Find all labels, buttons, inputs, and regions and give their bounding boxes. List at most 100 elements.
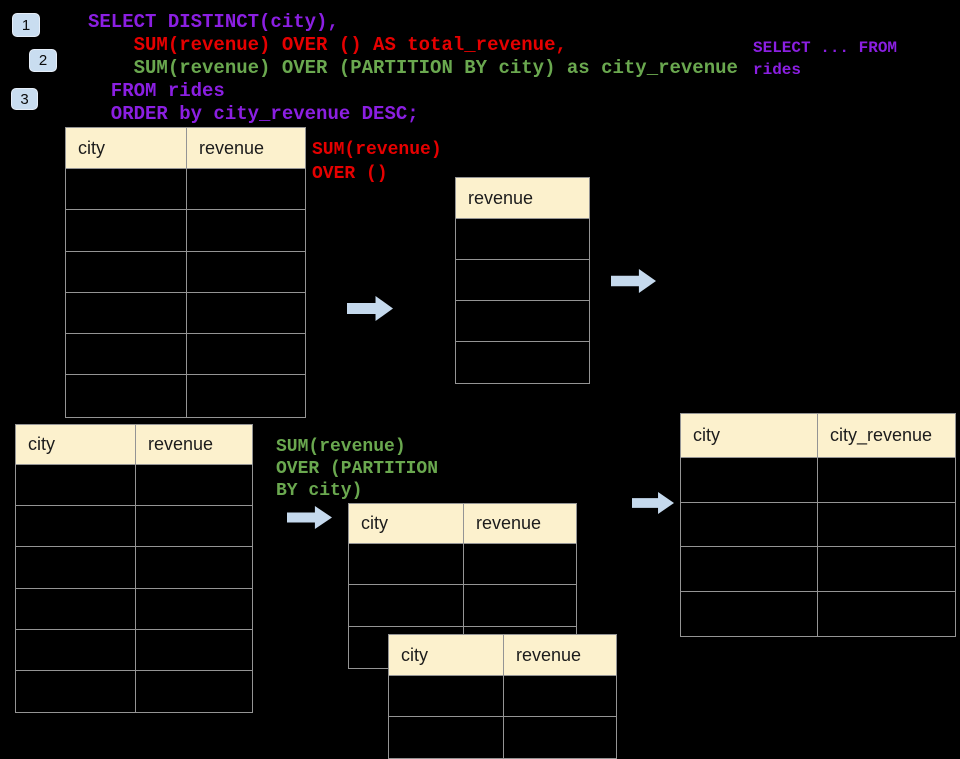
table-row-empty: [66, 251, 305, 293]
table-row-empty: [456, 301, 589, 342]
table-cell-empty: [818, 592, 955, 637]
table-cell-empty: [187, 169, 305, 209]
table-row-empty: [681, 547, 955, 592]
table-cell-empty: [818, 503, 955, 547]
flow-arrow-from-total-revenue: [611, 269, 656, 293]
table-cell-empty: [136, 589, 252, 629]
table-cell-empty: [504, 717, 616, 758]
table-cell-empty: [389, 676, 504, 716]
table-cell-empty: [16, 506, 136, 547]
table-cell-empty: [187, 293, 305, 333]
table-header-row: city revenue: [349, 504, 576, 544]
table-row-empty: [16, 506, 252, 548]
column-header-city: city: [66, 128, 187, 168]
table-header-row: revenue: [456, 178, 589, 219]
code-line: SUM(revenue) OVER (PARTITION BY city) as…: [88, 57, 738, 79]
table-cell-empty: [16, 465, 136, 506]
table-cell-empty: [136, 547, 252, 587]
table-cell-empty: [66, 251, 187, 292]
table-row-empty: [16, 588, 252, 630]
column-header-revenue: revenue: [476, 513, 542, 533]
table-row-empty: [456, 219, 589, 260]
code-line: rides: [753, 61, 802, 79]
table-cell-empty: [681, 547, 818, 591]
code-line: FROM rides: [88, 80, 225, 102]
table-cell-empty: [456, 301, 589, 341]
flow-arrow-to-total-revenue: [347, 296, 393, 321]
table-result-city-revenue: city city_revenue: [680, 413, 956, 637]
table-row-empty: [681, 458, 955, 503]
step-badge-3: 3: [11, 88, 38, 110]
code-line: SUM(revenue) OVER () AS total_revenue,: [88, 34, 567, 56]
table-row-empty: [681, 591, 955, 637]
table-row-empty: [349, 544, 576, 586]
table-row-empty: [66, 334, 305, 376]
code-line: OVER (PARTITION: [276, 459, 439, 479]
table-cell-empty: [456, 260, 589, 300]
table-cell-empty: [504, 676, 616, 716]
table-cell-empty: [16, 547, 136, 588]
column-header-city: city: [16, 425, 136, 464]
table-cell-empty: [136, 630, 252, 670]
table-cell-empty: [66, 292, 187, 334]
table-cell-empty: [187, 252, 305, 292]
sql-side-note-code: SELECT ... FROM rides: [753, 37, 897, 81]
table-cell-empty: [136, 506, 252, 546]
table-cell-empty: [66, 334, 187, 375]
table-row-empty: [681, 502, 955, 547]
table-cell-empty: [136, 671, 252, 712]
table-cell-empty: [456, 342, 589, 383]
table-cell-empty: [187, 375, 305, 416]
table-cell-empty: [66, 210, 187, 251]
table-cell-empty: [818, 458, 955, 502]
table-row-empty: [66, 292, 305, 335]
table-row-empty: [66, 375, 305, 417]
table-cell-empty: [187, 210, 305, 250]
table-cell-empty: [681, 458, 818, 502]
flow-arrow-to-result-table: [632, 492, 674, 514]
table-row-empty: [389, 717, 616, 758]
table-row-empty: [16, 465, 252, 507]
column-header-city_revenue: city_revenue: [830, 425, 933, 445]
table-cell-empty: [66, 375, 187, 417]
column-header-city: city: [389, 635, 504, 675]
table-cell-empty: [349, 585, 464, 626]
flow-arrow-to-partition-table: [287, 506, 332, 529]
table-cell-empty: [187, 334, 305, 374]
column-header-city: city: [349, 504, 464, 543]
table-source-rides-bottom: city revenue: [15, 424, 253, 714]
annotation-total-revenue: SUM(revenue) OVER (): [312, 138, 442, 186]
sql-query-code: SELECT DISTINCT(city), SUM(revenue) OVER…: [88, 11, 738, 126]
table-cell-empty: [16, 670, 136, 713]
code-line: ORDER by city_revenue DESC;: [88, 103, 419, 125]
code-line: SUM(revenue): [312, 140, 442, 160]
table-cell-empty: [16, 629, 136, 670]
table-cell-empty: [456, 219, 589, 259]
table-cell-empty: [818, 547, 955, 591]
table-header-row: city revenue: [16, 425, 252, 465]
column-header-revenue: revenue: [148, 434, 214, 454]
table-row-empty: [456, 260, 589, 301]
table-header-row: city city_revenue: [681, 414, 955, 458]
table-cell-empty: [681, 502, 818, 546]
code-line: SELECT DISTINCT(city),: [88, 11, 339, 33]
table-row-empty: [16, 547, 252, 589]
code-line: OVER (): [312, 164, 388, 184]
table-row-empty: [456, 342, 589, 383]
step-badge-2: 2: [29, 49, 57, 72]
table-cell-empty: [464, 544, 576, 584]
table-cell-empty: [389, 717, 504, 758]
code-line: SELECT ... FROM: [753, 39, 898, 57]
table-cell-empty: [464, 585, 576, 625]
table-row-empty: [16, 670, 252, 713]
code-line: BY city): [276, 481, 363, 501]
table-row-empty: [16, 629, 252, 671]
table-cell-empty: [136, 465, 252, 505]
step-badge-1: 1: [12, 13, 40, 37]
slide-canvas: { "colors": { "background": "#000000", "…: [11, 11, 956, 759]
column-header-city: city: [681, 414, 818, 457]
column-header-revenue: revenue: [468, 187, 534, 208]
